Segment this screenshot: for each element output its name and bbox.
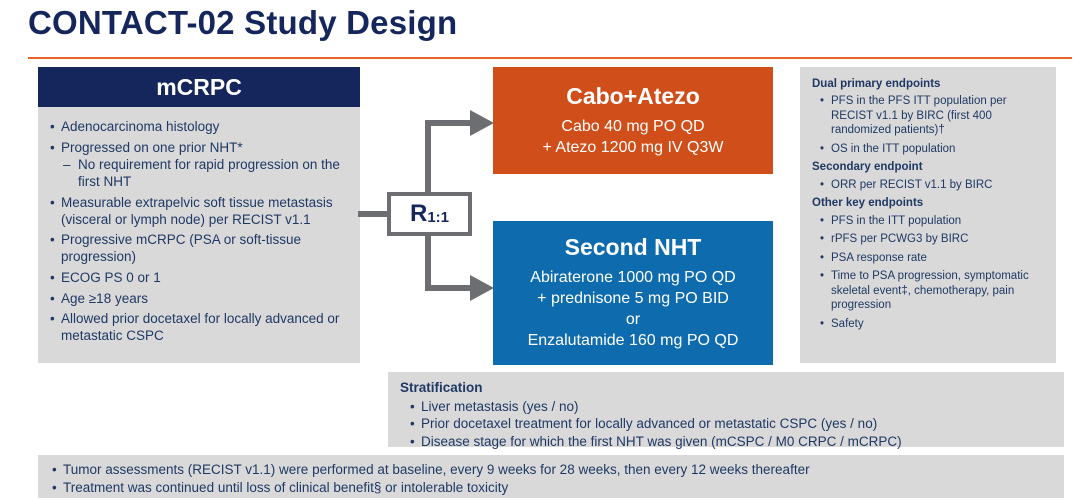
stratification-heading: Stratification xyxy=(400,380,483,395)
connector-up-vertical xyxy=(425,120,431,196)
arrowhead-down-icon xyxy=(470,275,494,301)
stratification-list: Liver metastasis (yes / no)Prior docetax… xyxy=(408,398,1054,451)
arm-cabo-atezo-dose-2: + Atezo 1200 mg IV Q3W xyxy=(542,138,724,156)
connector-up-horizontal xyxy=(425,120,473,126)
sub-list: No requirement for rapid progression on … xyxy=(61,157,352,190)
endpoints-heading-dual-primary: Dual primary endpoints xyxy=(812,78,941,90)
list-item: Liver metastasis (yes / no) xyxy=(408,398,1054,416)
list-item: Disease stage for which the first NHT wa… xyxy=(408,433,1054,451)
list-item: Allowed prior docetaxel for locally adva… xyxy=(48,311,352,344)
page-title: CONTACT-02 Study Design xyxy=(28,4,458,41)
eligibility-body: Adenocarcinoma histologyProgressed on on… xyxy=(38,107,360,345)
arm-second-nht-title: Second NHT xyxy=(564,234,702,261)
eligibility-box: mCRPC Adenocarcinoma histologyProgressed… xyxy=(38,67,360,363)
arm-cabo-atezo-dose-1: Cabo 40 mg PO QD xyxy=(561,117,705,135)
list-item: Treatment was continued until loss of cl… xyxy=(50,479,1054,497)
sub-list-item: No requirement for rapid progression on … xyxy=(61,157,352,190)
connector-down-vertical xyxy=(425,232,431,291)
arm-cabo-atezo-title: Cabo+Atezo xyxy=(566,82,700,109)
endpoints-list-other-key: PFS in the ITT population rPFS per PCWG3 … xyxy=(818,214,1048,332)
stratification-box: Stratification Liver metastasis (yes / n… xyxy=(388,372,1064,450)
list-item: PSA response rate xyxy=(818,251,1048,266)
list-item: Time to PSA progression, symptomatic ske… xyxy=(818,269,1048,312)
arm-second-nht: Second NHT Abiraterone 1000 mg PO QD + p… xyxy=(493,221,773,365)
list-item: Progressed on one prior NHT*No requireme… xyxy=(48,140,352,191)
footnote-list: Tumor assessments (RECIST v1.1) were per… xyxy=(50,461,1054,496)
list-item: Tumor assessments (RECIST v1.1) were per… xyxy=(50,461,1054,479)
connector-down-horizontal xyxy=(425,285,473,291)
arrowhead-up-icon xyxy=(470,110,494,136)
list-item: Age ≥18 years xyxy=(48,291,352,308)
footnote-box: Tumor assessments (RECIST v1.1) were per… xyxy=(38,455,1064,498)
arm-cabo-atezo: Cabo+Atezo Cabo 40 mg PO QD + Atezo 1200… xyxy=(493,67,773,174)
connector-stub xyxy=(358,211,387,217)
arm-second-nht-dose-1: Abiraterone 1000 mg PO QD xyxy=(530,269,736,287)
endpoints-heading-other-key: Other key endpoints xyxy=(812,197,924,210)
list-item: PFS in the ITT population xyxy=(818,214,1048,229)
list-item: Adenocarcinoma histology xyxy=(48,119,352,136)
endpoints-panel: Dual primary endpoints PFS in the PFS IT… xyxy=(800,67,1056,363)
list-item: OS in the ITT population xyxy=(818,142,1048,157)
list-item: Measurable extrapelvic soft tissue metas… xyxy=(48,195,352,228)
list-item: ECOG PS 0 or 1 xyxy=(48,270,352,287)
endpoints-list-dual-primary: PFS in the PFS ITT population per RECIST… xyxy=(818,94,1048,156)
title-divider xyxy=(28,57,1072,59)
list-item: PFS in the PFS ITT population per RECIST… xyxy=(818,94,1048,137)
randomization-label: R xyxy=(409,200,428,227)
list-item: rPFS per PCWG3 by BIRC xyxy=(818,232,1048,247)
list-item: Progressive mCRPC (PSA or soft-tissue pr… xyxy=(48,232,352,265)
list-item: Prior docetaxel treatment for locally ad… xyxy=(408,415,1054,433)
arm-second-nht-dose-3: Enzalutamide 160 mg PO QD xyxy=(527,331,739,349)
eligibility-header: mCRPC xyxy=(38,67,360,107)
eligibility-list: Adenocarcinoma histologyProgressed on on… xyxy=(48,119,352,345)
randomization-ratio: 1:1 xyxy=(427,208,450,226)
endpoints-list-secondary: ORR per RECIST v1.1 by BIRC xyxy=(818,178,1048,193)
endpoints-heading-secondary: Secondary endpoint xyxy=(812,161,923,174)
arm-second-nht-dose-2: + prednisone 5 mg PO BID xyxy=(537,290,729,308)
list-item: ORR per RECIST v1.1 by BIRC xyxy=(818,178,1048,193)
arm-second-nht-or: or xyxy=(625,311,641,328)
list-item: Safety xyxy=(818,317,1048,332)
